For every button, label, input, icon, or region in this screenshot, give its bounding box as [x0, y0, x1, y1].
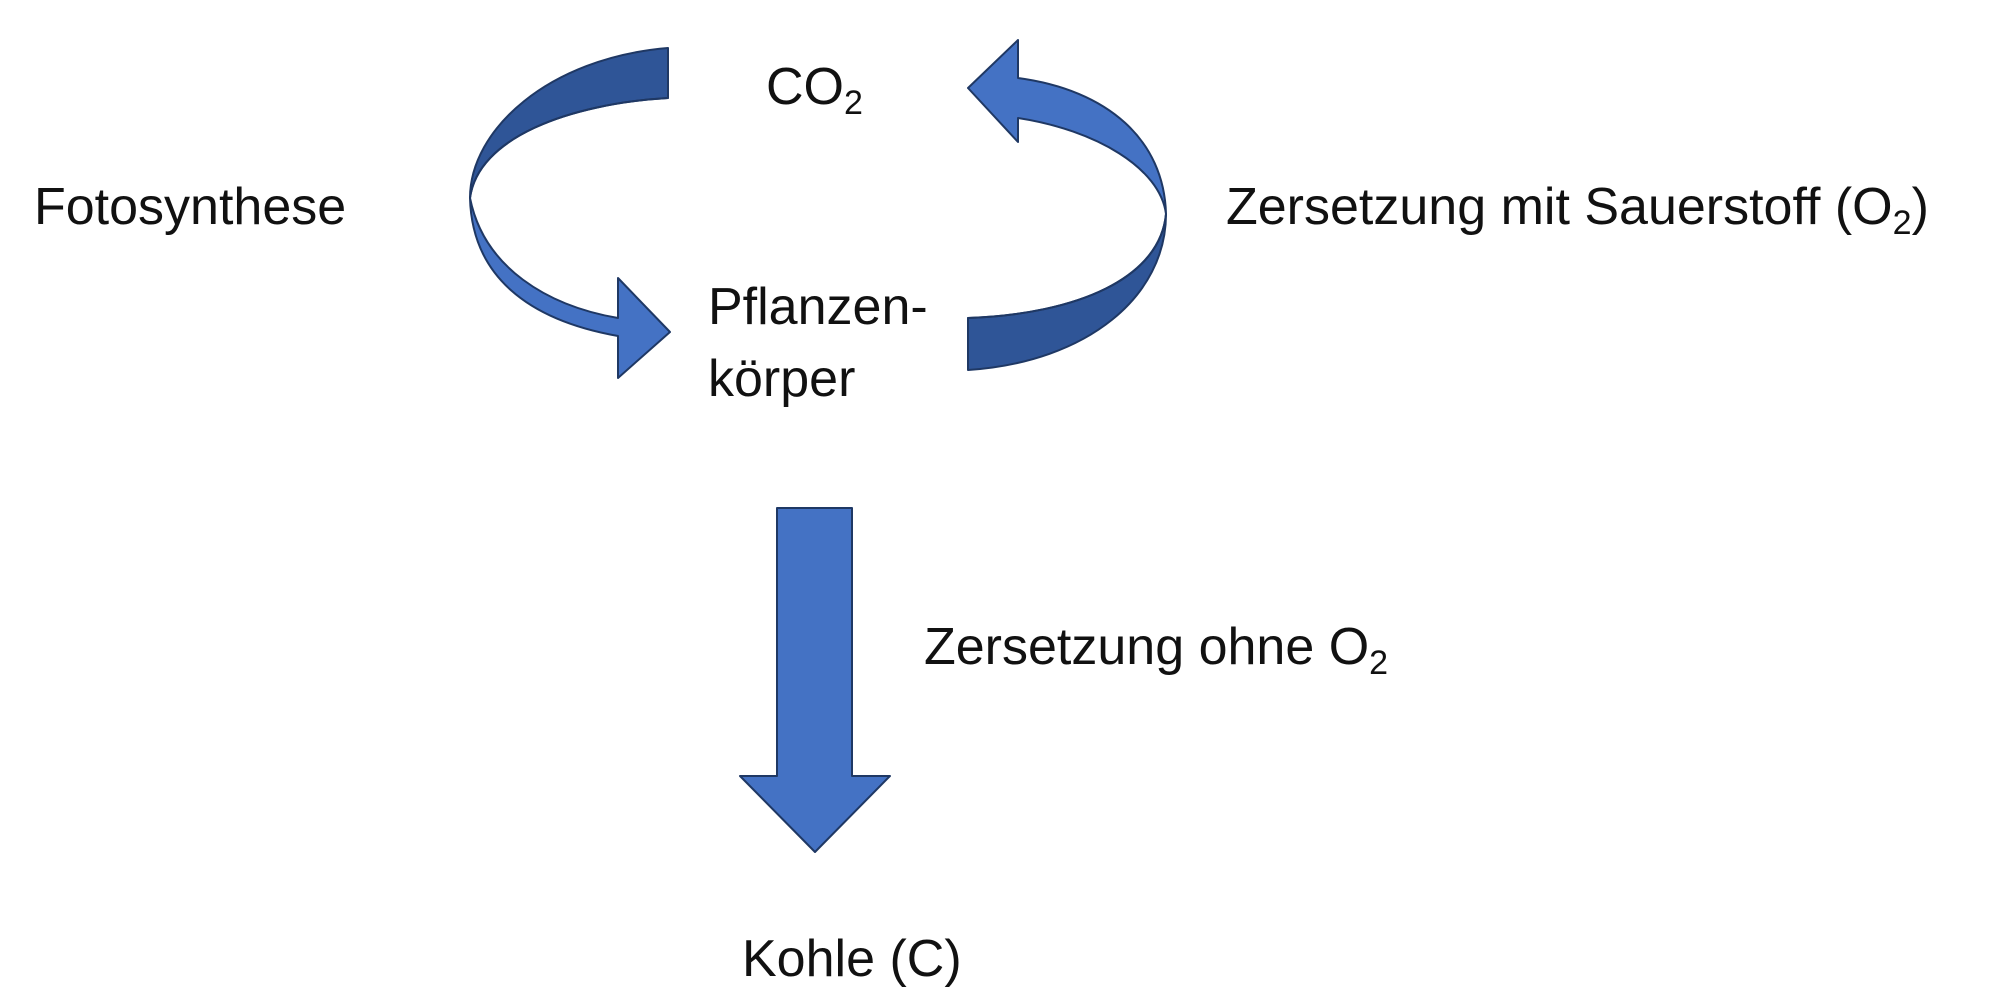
decomposition-no-oxygen-subscript: 2 [1369, 644, 1389, 682]
photosynthesis-label: Fotosynthese [34, 178, 347, 236]
co2-label: CO2 [766, 58, 863, 120]
photosynthesis-arrow-band-top [469, 47, 669, 199]
photosynthesis-arrow [469, 47, 671, 379]
decomposition-oxygen-text: Zersetzung mit Sauerstoff (O [1226, 178, 1893, 236]
co2-text: CO [766, 58, 844, 116]
decomposition-oxygen-label: Zersetzung mit Sauerstoff (O2) [1226, 178, 1929, 240]
plant-body-label-line2: körper [708, 350, 856, 408]
coal-label: Kohle (C) [742, 930, 962, 988]
plant-body-label-line1: Pflanzen- [708, 278, 928, 336]
decomposition-no-oxygen-text: Zersetzung ohne O [924, 618, 1370, 676]
co2-subscript: 2 [844, 84, 863, 122]
decomposition-oxygen-suffix: ) [1911, 178, 1929, 236]
decomposition-oxygen-arrow [967, 39, 1167, 371]
decomposition-oxygen-subscript: 2 [1892, 204, 1912, 242]
decomposition-oxygen-arrow-band-top [967, 39, 1167, 319]
photosynthesis-arrow-band-bottom [469, 97, 671, 379]
decomposition-no-oxygen-arrow [739, 507, 891, 853]
decomposition-no-oxygen-label: Zersetzung ohne O2 [924, 618, 1388, 680]
decomposition-oxygen-arrow-band-bottom [967, 213, 1167, 371]
